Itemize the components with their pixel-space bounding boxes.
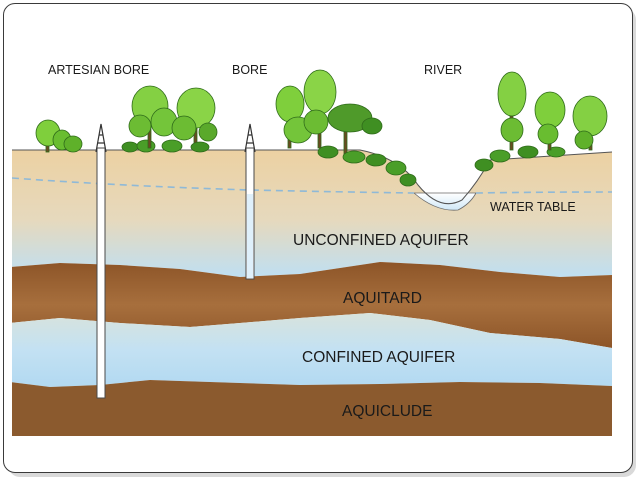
water-table-line [12,177,612,194]
tree-icon [128,85,178,149]
tree-icon [171,87,218,149]
shrub-icon [161,139,210,153]
unconfined-aquifer-label: UNCONFINED AQUIFER [293,232,469,249]
unconfined-aquifer-layer [12,150,612,277]
water-table-label: WATER TABLE [490,200,576,214]
shrub-icon [317,145,417,187]
confined-aquifer-label: CONFINED AQUIFER [302,349,455,366]
tree-icon [497,71,527,151]
tree-icon [35,119,83,153]
aquitard-layer [12,262,612,348]
aquiclude-label: AQUICLUDE [342,403,432,420]
artesian-bore-pipe [95,123,107,399]
aquitard-label: AQUITARD [343,290,422,307]
river-label: RIVER [424,63,462,77]
ground-surface [12,149,613,205]
shrub-icon [474,145,566,172]
tree-icon [327,103,383,155]
tree-icon [534,91,566,151]
artesian-bore-label: ARTESIAN BORE [48,63,149,77]
aquiclude-layer [12,380,612,436]
vegetation [35,69,608,187]
tree-icon [303,69,337,149]
bore-pipe [244,123,256,280]
confined-aquifer-layer [12,313,612,387]
tree-icon [572,95,608,151]
bore-label: BORE [232,63,267,77]
river-water [412,192,477,211]
